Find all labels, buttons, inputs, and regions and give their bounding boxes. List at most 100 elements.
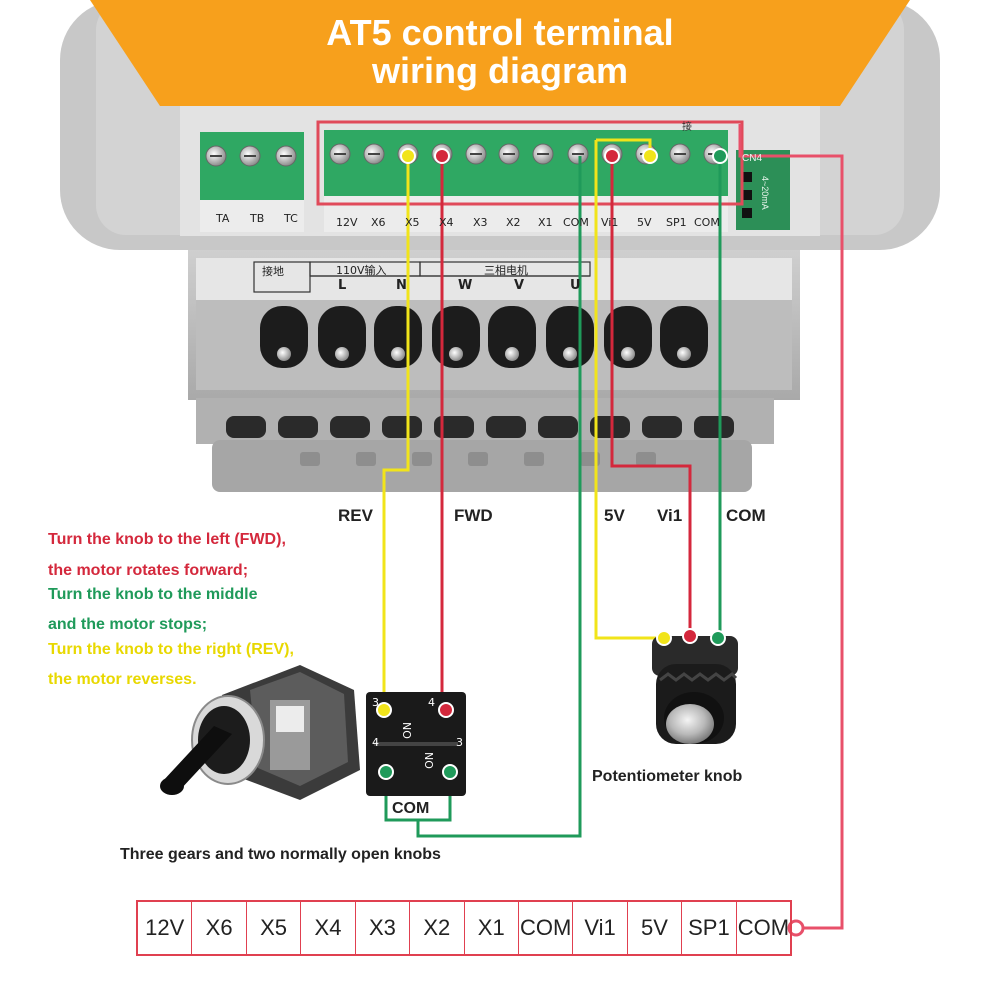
connection-dot: [378, 764, 394, 780]
device-terminal-label: X2: [506, 216, 521, 229]
selector-switch: [160, 665, 360, 800]
bottom-com-dot: [787, 919, 805, 937]
terminal-cell-sp1: SP1: [682, 902, 737, 954]
vent-nut: [356, 452, 376, 466]
wire-vi1-red: [610, 156, 692, 636]
instruction-stop-2: and the motor stops;: [48, 616, 208, 633]
connection-dot: [710, 630, 726, 646]
connection-dot: [442, 764, 458, 780]
title-line-2: wiring diagram: [371, 50, 629, 91]
instruction-fwd-1: Turn the knob to the left (FWD),: [48, 531, 286, 548]
connection-dot: [712, 148, 728, 164]
vent-slot: [382, 416, 422, 438]
wire-com-switch-green: [416, 156, 582, 838]
power-slot-screw: [505, 347, 519, 361]
power-slot: [604, 306, 652, 368]
device-terminal-label: 5V: [637, 216, 652, 229]
vent-slot: [642, 416, 682, 438]
power-letter-n: N: [396, 278, 407, 293]
vent-nut: [636, 452, 656, 466]
power-slot: [318, 306, 366, 368]
power-slot-screw: [449, 347, 463, 361]
power-slot-screw: [277, 347, 291, 361]
connection-dot: [604, 148, 620, 164]
title-banner: [90, 0, 910, 106]
pcb-jumper-label: CN4: [742, 153, 763, 164]
wire-rev-yellow: [382, 156, 410, 710]
vent-nut: [300, 452, 320, 466]
connection-dot: [376, 702, 392, 718]
device-terminal-label: X3: [473, 216, 488, 229]
power-letter-v: V: [514, 278, 525, 293]
connection-dots: [376, 148, 728, 780]
instruction-rev-2: the motor reverses.: [48, 671, 197, 688]
ventilation-slots: [226, 416, 734, 466]
relay-label-tc: TC: [284, 212, 298, 225]
vent-nut: [468, 452, 488, 466]
terminal-cell-x3: X3: [356, 902, 411, 954]
vent-nut: [524, 452, 544, 466]
power-slot-screw: [621, 347, 635, 361]
pcb-side-label: 接: [682, 122, 692, 133]
control-label-strip: [324, 196, 728, 232]
vent-slot: [226, 416, 266, 438]
power-terminal-slots: [260, 306, 708, 368]
device-terminal-label: 12V: [336, 216, 358, 229]
contact-no-lower: NO: [421, 752, 435, 769]
power-letter-w: W: [458, 278, 473, 293]
connection-dot: [656, 630, 672, 646]
terminal-strip: 12V X6 X5 X4 X3 X2 X1 COM Vi1 5V SP1 COM: [136, 900, 792, 956]
connection-dot: [400, 148, 416, 164]
power-slot-screw: [677, 347, 691, 361]
terminal-cell-x2: X2: [410, 902, 465, 954]
control-terminal-block: [324, 130, 728, 204]
power-slot: [660, 306, 708, 368]
contact-num-bottom-right: 3: [456, 736, 463, 749]
power-slot: [432, 306, 480, 368]
connection-dot: [438, 702, 454, 718]
page-title: AT5 control terminal wiring diagram: [180, 14, 820, 90]
ground-label: 接地: [262, 265, 284, 278]
relay-label-ta: TA: [216, 212, 230, 225]
relay-label-strip: [200, 200, 304, 232]
contact-num-bottom-left: 4: [372, 736, 379, 749]
power-letter-u: U: [570, 278, 581, 293]
switch-com-label: COM: [392, 800, 430, 817]
contact-num-top-left: 3: [372, 696, 379, 709]
device-terminal-label: COM: [694, 216, 720, 229]
switch-caption: Three gears and two normally open knobs: [120, 846, 441, 863]
terminal-cell-vi1: Vi1: [573, 902, 628, 954]
wire-label-rev: REV: [338, 506, 373, 525]
connection-dot: [642, 148, 658, 164]
jumper-pins: [742, 172, 752, 218]
vent-slot: [330, 416, 370, 438]
terminal-cell-x4: X4: [301, 902, 356, 954]
device-terminal-label: COM: [563, 216, 589, 229]
connection-dot: [682, 628, 698, 644]
device-terminal-label: Vi1: [601, 216, 619, 229]
connection-dot: [434, 148, 450, 164]
input-label: 110V输入: [336, 264, 387, 277]
device-terminal-label: X5: [405, 216, 420, 229]
title-line-1: AT5 control terminal: [326, 12, 674, 53]
terminal-cell-x1: X1: [465, 902, 519, 954]
vent-slot: [486, 416, 526, 438]
power-slot: [260, 306, 308, 368]
vent-slot: [278, 416, 318, 438]
control-terminals-highlight: [316, 120, 744, 206]
device-terminal-label: SP1: [666, 216, 687, 229]
instruction-fwd-2: the motor rotates forward;: [48, 562, 249, 579]
terminal-cell-5v: 5V: [628, 902, 683, 954]
wire-label-5v: 5V: [604, 506, 625, 525]
terminal-cell-com-2: COM: [737, 915, 790, 940]
instruction-rev-1: Turn the knob to the right (REV),: [48, 641, 294, 658]
wire-com-pink: [738, 124, 844, 930]
wires: [382, 124, 844, 930]
vent-slot: [590, 416, 630, 438]
relay-terminal-block: [200, 132, 304, 204]
vent-slot: [694, 416, 734, 438]
potentiometer: [652, 636, 738, 744]
power-slot: [488, 306, 536, 368]
vent-slot: [538, 416, 578, 438]
